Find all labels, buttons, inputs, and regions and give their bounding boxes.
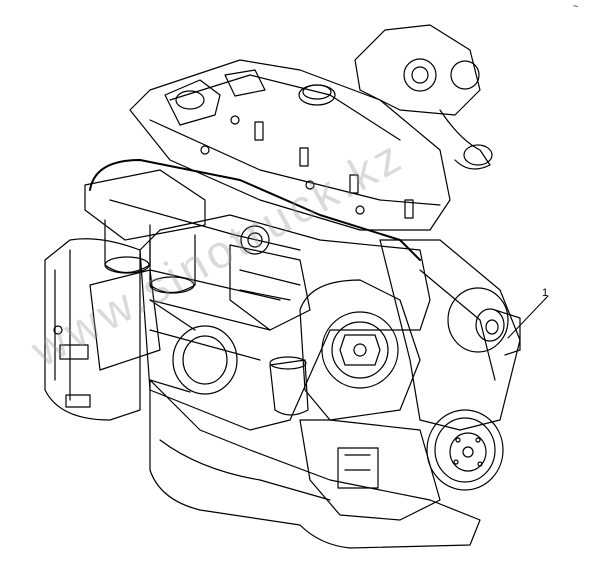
crankshaft-pulley bbox=[426, 409, 504, 491]
callout-label-1: 1 bbox=[542, 287, 549, 299]
cylinder-head bbox=[129, 59, 451, 231]
fan-pulley bbox=[447, 287, 521, 356]
fuel-filters bbox=[84, 169, 206, 294]
engine-block bbox=[139, 214, 431, 431]
callout-leader bbox=[507, 295, 549, 339]
lower-front-case bbox=[299, 419, 441, 521]
thermostat-housing bbox=[164, 79, 221, 126]
starter-motor bbox=[89, 269, 238, 395]
fuel-lines bbox=[89, 159, 421, 261]
flywheel-housing bbox=[44, 238, 141, 421]
oil-pan bbox=[149, 379, 481, 549]
injection-pump bbox=[229, 225, 311, 331]
oil-filter bbox=[269, 356, 309, 416]
corner-mark: ~ bbox=[573, 1, 579, 11]
timing-cover bbox=[299, 279, 421, 421]
turbocharger bbox=[354, 24, 493, 170]
injectors bbox=[254, 121, 414, 219]
front-cover bbox=[379, 239, 521, 431]
